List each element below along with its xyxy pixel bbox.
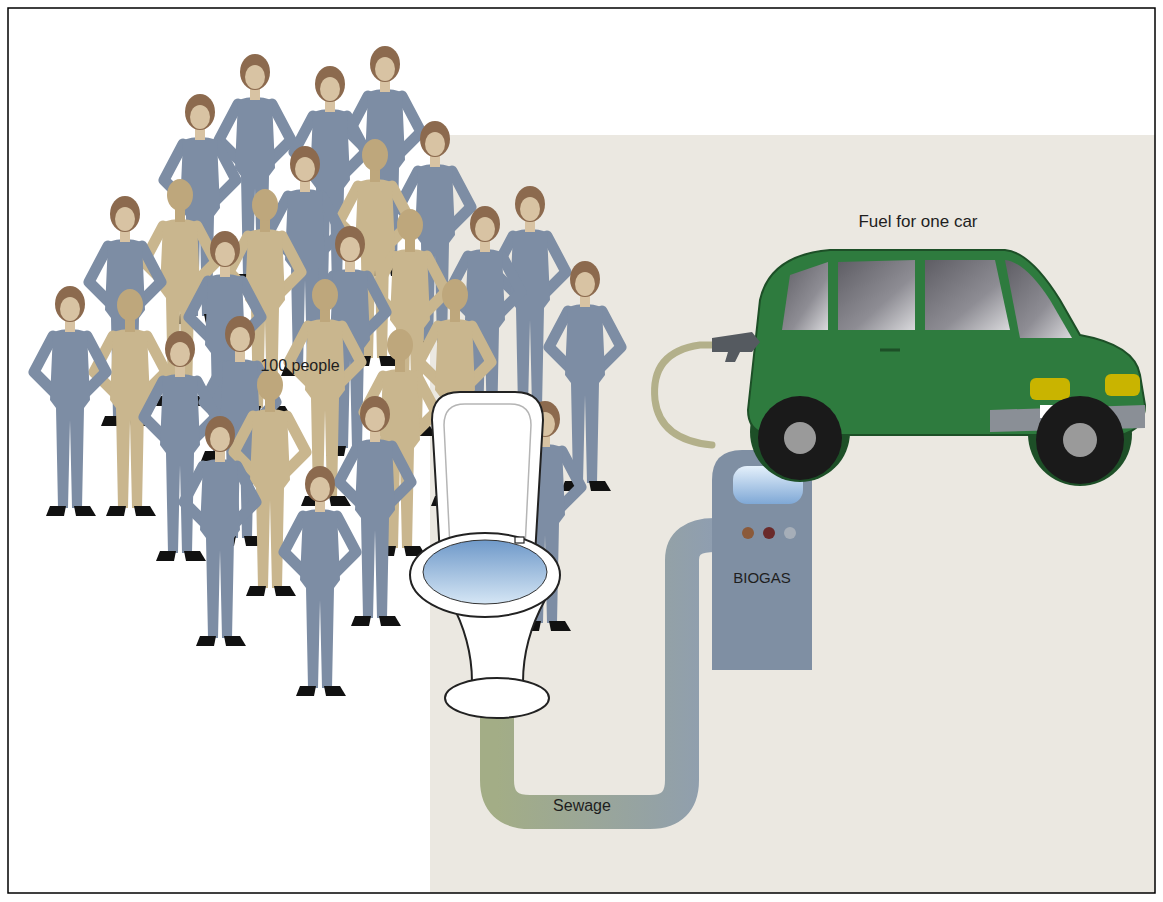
pump-button — [784, 527, 796, 539]
headlight — [1030, 378, 1070, 400]
fuel-hose — [655, 345, 716, 445]
pipe-label: Sewage — [553, 797, 611, 815]
car-wheel — [1036, 396, 1124, 484]
wheel-hub — [1063, 423, 1097, 457]
biogas-pump — [712, 450, 812, 670]
person-figure — [284, 466, 356, 696]
person-figure — [339, 396, 411, 626]
toilet — [410, 392, 560, 718]
headlight — [1105, 374, 1140, 396]
toilet-lid — [432, 392, 543, 555]
crowd — [34, 46, 621, 696]
caption-label: Fuel for one car — [858, 212, 977, 232]
fuel-nozzle — [712, 332, 760, 362]
door-handle — [880, 349, 900, 352]
car-window — [838, 260, 915, 330]
device-label: BIOGAS — [733, 569, 791, 586]
toilet-seat — [410, 533, 560, 617]
toilet-bowl — [423, 540, 547, 604]
toilet-lid-inner — [444, 404, 531, 548]
car-windshield — [1005, 260, 1072, 338]
car-window — [925, 260, 1010, 330]
group-label: 100 people — [260, 357, 339, 375]
car — [748, 250, 1145, 486]
car-wheel — [758, 396, 842, 480]
person-figure — [184, 416, 256, 646]
pump-body — [712, 450, 812, 670]
frame-border — [8, 8, 1155, 893]
car-window — [782, 262, 828, 330]
toilet-base — [445, 678, 549, 718]
person-figure — [34, 286, 106, 516]
pump-button — [742, 527, 754, 539]
toilet-hinge — [515, 537, 524, 543]
pump-button — [763, 527, 775, 539]
wheel-hub — [784, 422, 816, 454]
background-panel — [430, 135, 1155, 893]
